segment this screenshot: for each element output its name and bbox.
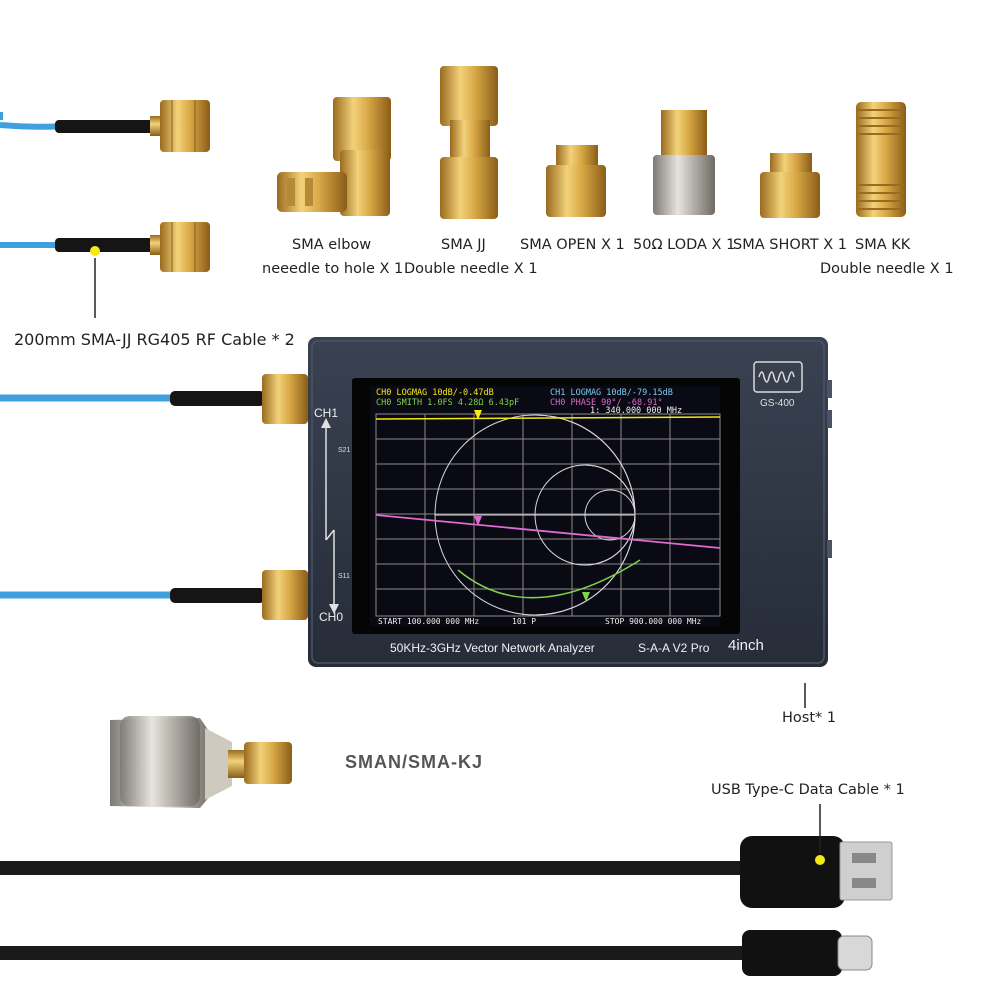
accessory-label-load: 50Ω LODA X 1 — [633, 237, 736, 253]
host-label: Host* 1 — [782, 710, 837, 726]
load-50ohm — [653, 110, 715, 215]
sma-open — [546, 145, 606, 217]
rf-cable-top — [0, 100, 210, 152]
adapter-label: SMAN/SMA-KJ — [345, 752, 484, 772]
s21-label: S21 — [338, 447, 351, 454]
cable-label: 200mm SMA-JJ RG405 RF Cable * 2 — [14, 330, 295, 349]
accessory-label-sma-short: SMA SHORT X 1 — [733, 237, 848, 253]
marker-readout: 1: 340.000 000 MHz — [590, 406, 683, 416]
host-cable-ch0 — [0, 570, 308, 620]
sma-jj — [440, 66, 498, 219]
usb-label: USB Type-C Data Cable * 1 — [711, 782, 905, 798]
trace3-readout: CH1 LOGMAG 10dB/-79.15dB — [550, 388, 673, 398]
start-freq: START 100.000 000 MHz — [378, 617, 480, 626]
logo-text: GS-400 — [760, 398, 795, 409]
ch0-label: CH0 — [319, 610, 344, 624]
points-count: 101 P — [512, 617, 537, 626]
trace1-readout: CH0 LOGMAG 10dB/-0.47dB — [376, 388, 494, 398]
stop-freq: STOP 900.000 000 MHz — [605, 617, 702, 626]
accessory-label-sma-open: SMA OPEN X 1 — [520, 237, 625, 253]
trace2-readout: CH0 SMITH 1.0FS 4.28Ω 6.43pF — [376, 398, 520, 408]
model-line: 50KHz-3GHz Vector Network Analyzer — [390, 641, 595, 655]
sma-kk — [856, 102, 906, 217]
host-cable-ch1 — [0, 374, 308, 424]
model-size: 4inch — [728, 637, 764, 654]
sman-adapter — [110, 716, 292, 808]
type-c-cable — [0, 930, 873, 976]
accessory-label-sma-kk: SMA KK — [855, 237, 911, 253]
ch1-label: CH1 — [314, 406, 339, 420]
accessory-label-sma-jj: SMA JJ — [441, 237, 486, 253]
trace4-readout: CH0 PHASE 90°/ -68.91° — [550, 398, 663, 408]
sma-short — [760, 153, 820, 218]
model-name: S-A-A V2 Pro — [638, 641, 710, 655]
sma-elbow — [277, 97, 391, 216]
accessory-sub-sma-elbow: neeedle to hole X 1 — [262, 261, 404, 277]
accessory-label-sma-elbow: SMA elbow — [292, 237, 372, 253]
usb-cable — [0, 804, 893, 908]
accessory-sub-sma-jj: Double needle X 1 — [404, 261, 538, 277]
accessory-sub-sma-kk: Double needle X 1 — [820, 261, 954, 277]
s11-label: S11 — [338, 573, 350, 580]
rf-cable-bottom — [0, 222, 210, 318]
host-device — [308, 337, 832, 667]
